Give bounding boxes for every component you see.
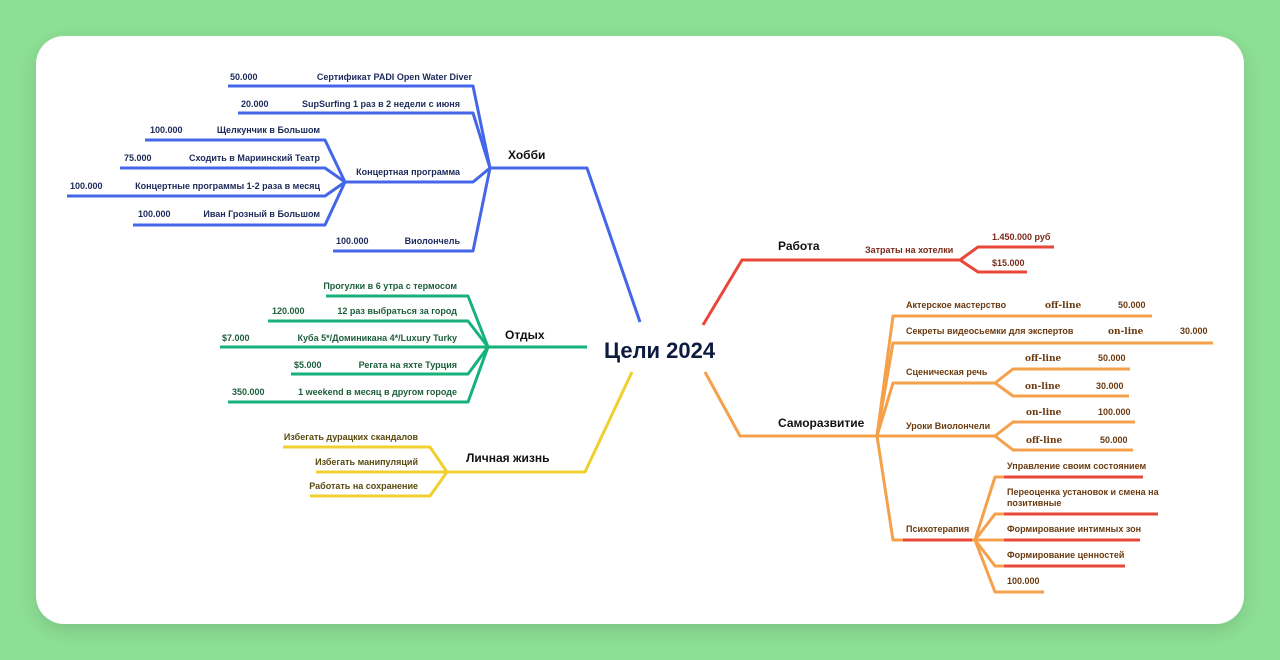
rest-line-1 [268,319,490,348]
psycho-value-line [973,539,1044,594]
selfdev-title: Саморазвитие [778,416,865,430]
psycho-item-2: Формирование интимных зон [1007,524,1141,534]
video-mode: on-line [1108,327,1144,337]
concert-value-1: 75.000 [124,153,152,163]
rest-value-2: $7.000 [222,333,250,343]
personal-line-2 [310,471,449,498]
hobby-line-0 [228,84,492,169]
hobby-value-1: 20.000 [241,99,269,109]
hobby-label-3: Виолончель [405,236,461,246]
work-value-0: 1.450.000 руб [992,232,1051,242]
psycho-connector-1 [973,512,1005,541]
rest-title: Отдых [505,328,545,342]
concert-label-1: Сходить в Мариинский Театр [189,153,321,163]
rest-label-0: Прогулки в 6 утра с термосом [323,281,457,291]
acting-value: 50.000 [1118,300,1146,310]
rest-value-3: $5.000 [294,360,322,370]
work-line-0 [959,245,1054,262]
personal-connector [447,371,634,474]
rest-value-1: 120.000 [272,306,305,316]
video-label: Секреты видеосьемки для экспертов [906,326,1074,336]
acting-label: Актерское мастерство [906,300,1007,310]
psycho-label: Психотерапия [906,524,969,534]
hobby-connector [490,166,642,323]
video-line [875,341,1213,437]
speech-label: Сценическая речь [906,367,988,377]
concert-label-3: Иван Грозный в Большом [203,209,320,219]
speech-mode-0: off-line [1025,354,1062,364]
speech-option-line-1 [994,381,1129,398]
rest-label-4: 1 weekend в месяц в другом городе [298,387,457,397]
cello-option-line-1 [994,434,1133,452]
speech-value-1: 30.000 [1096,381,1124,391]
concert-value-2: 100.000 [70,181,103,191]
psycho-value: 100.000 [1007,576,1040,586]
speech-option-line-0 [994,367,1130,385]
selfdev-connector [703,371,877,438]
concert-line-3 [133,181,347,227]
work-sub: Затраты на хотелки [865,245,953,255]
speech-line [875,381,995,437]
acting-line [875,314,1152,437]
rest-value-4: 350.000 [232,387,265,397]
hobby-label-1: SupSurfing 1 раз в 2 недели с июня [302,99,460,109]
rest-label-3: Регата на яхте Турция [359,360,457,370]
cello-mode-0: on-line [1026,408,1062,418]
branch-rest: Отдых Прогулки в 6 утра с термосом 12 ра… [220,281,587,404]
work-value-1: $15.000 [992,258,1025,268]
psycho-item-0: Управление своим состоянием [1007,461,1146,471]
concert-label-0: Щелкунчик в Большом [217,125,321,135]
psycho-connector-0 [973,475,1005,541]
cello-mode-1: off-line [1026,436,1063,446]
concert-line-1 [120,166,346,184]
work-title: Работа [778,239,820,253]
hobby-value-3: 100.000 [336,236,369,246]
cello-label: Уроки Виолончели [906,421,990,431]
rest-line-4 [228,346,490,404]
mindmap-card [36,36,1244,624]
rest-line-0 [326,294,490,348]
branch-hobby: Хобби Сертификат PADI Open Water Diver 5… [67,72,642,323]
psycho-item-1: Переоценка установок и смена на [1007,487,1160,497]
hobby-label-2: Концертная программа [356,167,461,177]
hobby-title: Хобби [508,148,545,162]
hobby-line-1 [238,111,492,169]
psycho-connector-3 [973,539,1005,568]
psycho-item-1-cont: позитивные [1007,498,1061,508]
work-connector [701,258,960,326]
video-value: 30.000 [1180,326,1208,336]
concert-value-0: 100.000 [150,125,183,135]
center-topic: Цели 2024 [604,338,716,363]
speech-value-0: 50.000 [1098,353,1126,363]
work-line-1 [959,258,1027,274]
speech-mode-1: on-line [1025,382,1061,392]
personal-label-1: Избегать манипуляций [315,457,418,467]
hobby-label-0: Сертификат PADI Open Water Diver [317,72,473,82]
hobby-line-3 [333,167,492,253]
concert-line-0 [145,138,347,183]
hobby-line-2 [345,166,491,184]
concert-label-2: Концертные программы 1-2 раза в месяц [135,181,320,191]
branch-selfdev: Саморазвитие Актерское мастерство off-li… [703,300,1213,594]
concert-line-2 [67,180,346,198]
branch-personal: Личная жизнь Избегать дурацких скандалов… [283,371,634,498]
psycho-item-3: Формирование ценностей [1007,550,1124,560]
rest-label-2: Куба 5*/Доминикана 4*/Luxury Turky [298,333,457,343]
rest-label-1: 12 раз выбраться за город [337,306,457,316]
concert-value-3: 100.000 [138,209,171,219]
rest-line-3 [291,346,490,376]
cello-option-line-0 [994,420,1135,438]
cello-value-1: 50.000 [1100,435,1128,445]
personal-line-0 [283,445,449,473]
cello-value-0: 100.000 [1098,407,1131,417]
hobby-value-0: 50.000 [230,72,258,82]
personal-label-2: Работать на сохранение [309,481,418,491]
personal-label-0: Избегать дурацких скандалов [284,432,419,442]
branch-work: Работа Затраты на хотелки 1.450.000 руб … [701,232,1054,326]
acting-mode: off-line [1045,301,1082,311]
personal-title: Личная жизнь [466,451,550,465]
